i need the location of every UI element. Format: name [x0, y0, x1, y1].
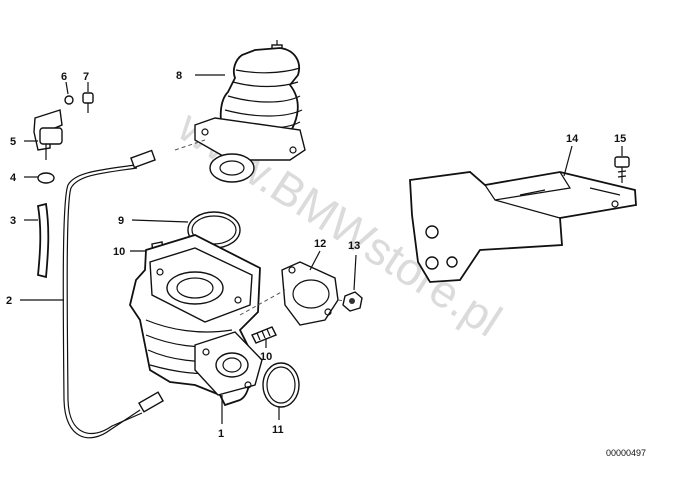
- callout-2: 2: [6, 295, 12, 307]
- callout-13: 13: [348, 240, 360, 252]
- diagram-number: 00000497: [606, 448, 646, 458]
- part-3-hose[interactable]: [36, 202, 50, 279]
- part-12-flange-gasket[interactable]: [281, 261, 339, 326]
- part-7-bolt[interactable]: [82, 92, 94, 113]
- callout-4: 4: [10, 172, 17, 184]
- callout-10-lower: 10: [260, 351, 272, 363]
- callout-12: 12: [314, 238, 326, 250]
- callout-15: 15: [614, 133, 626, 145]
- callout-10-upper: 10: [113, 246, 125, 258]
- part-5-valve[interactable]: [33, 109, 63, 160]
- part-6-washer[interactable]: [64, 95, 74, 105]
- part-11-ring[interactable]: [262, 362, 300, 408]
- callout-5: 5: [10, 136, 16, 148]
- part-14-bracket[interactable]: [409, 171, 637, 283]
- part-10-stud-lower[interactable]: [251, 326, 277, 344]
- part-13-nut[interactable]: [342, 291, 363, 312]
- callout-3: 3: [10, 215, 16, 227]
- part-1-housing[interactable]: [129, 234, 263, 407]
- callout-7: 7: [83, 71, 89, 83]
- callout-6: 6: [61, 71, 67, 83]
- part-2-pipe[interactable]: [62, 149, 164, 439]
- callout-14: 14: [566, 133, 579, 145]
- part-4-clip[interactable]: [37, 172, 55, 184]
- callout-1: 1: [218, 428, 224, 440]
- callout-9: 9: [118, 215, 124, 227]
- callout-11: 11: [272, 424, 284, 436]
- callout-8: 8: [176, 70, 182, 82]
- part-8-vacuum-actuator[interactable]: [194, 40, 306, 183]
- part-15-bolt[interactable]: [614, 156, 630, 183]
